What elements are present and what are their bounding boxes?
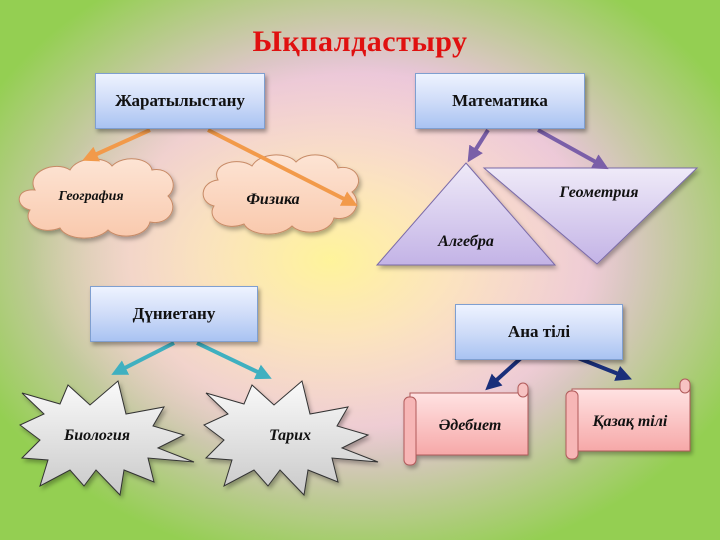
scroll-shape-kazakh [565,378,691,460]
subject-label-kazakh-language: Қазақ тілі [592,413,668,430]
subject-label-geography: География [58,189,124,204]
arrow-science-physics [207,128,358,206]
category-box-world-studies: Дүниетану [90,286,258,342]
arrow-lang-literature [485,356,523,391]
category-box-mathematics: Математика [415,73,585,129]
triangle-shape-geometry [482,167,699,265]
arrow-world-biology [111,341,175,375]
slide-title: Ықпалдастыру [252,25,468,58]
subject-label-literature: Әдебиет [438,417,502,434]
arrow-lang-kazakh [577,356,632,381]
subject-label-algebra: Алгебра [438,233,494,250]
subject-label-geometry: Геометрия [559,184,639,201]
cloud-shape-physics [202,154,359,235]
subject-label-history: Тарих [268,427,312,444]
subject-label-biology: Биология [64,427,130,444]
scroll-shape-literature [403,382,529,466]
subject-label-physics: Физика [246,191,300,208]
arrow-math-geometry [537,128,609,170]
arrow-math-algebra [467,128,490,163]
arrow-science-geography [82,128,151,162]
category-box-native-language: Ана тілі [455,304,623,360]
category-box-natural-science: Жаратылыстану [95,73,265,129]
explosion-shape-biology [19,380,195,497]
explosion-shape-history [203,380,379,497]
arrow-world-history [196,341,272,380]
triangle-shape-algebra [375,162,557,266]
